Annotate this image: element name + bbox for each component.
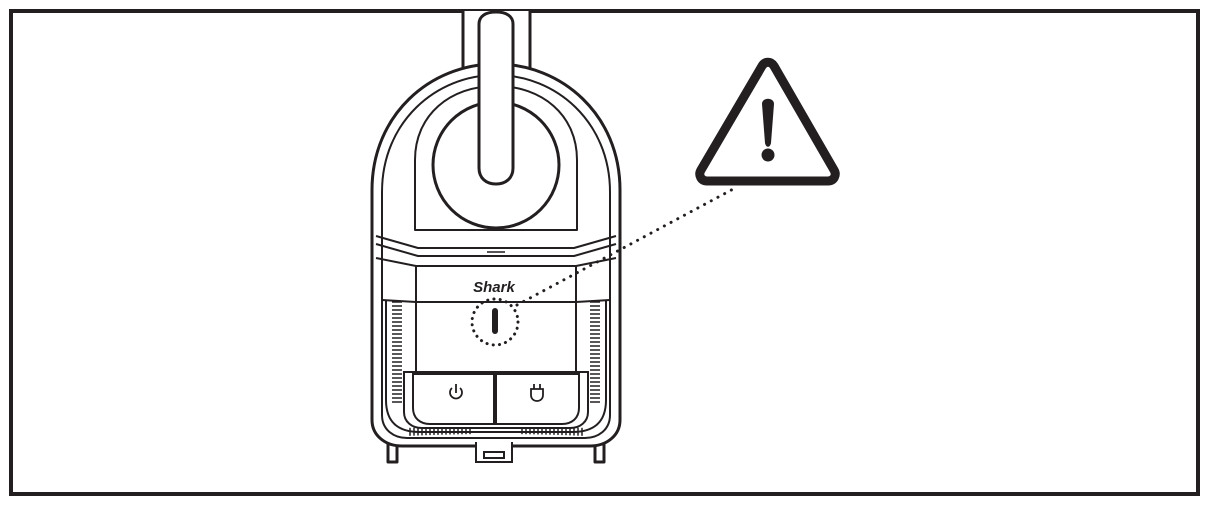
plug-icon[interactable] — [530, 384, 544, 402]
diagram-frame — [9, 9, 1200, 496]
brand-logo-text: Shark — [473, 279, 515, 296]
indicator-light-icon — [470, 297, 520, 347]
vent-grilles — [392, 301, 600, 436]
bottom-latch — [475, 442, 513, 463]
vacuum-handle — [477, 10, 515, 186]
power-icon[interactable] — [449, 384, 463, 400]
control-buttons — [403, 371, 589, 429]
warning-triangle-icon — [695, 57, 840, 186]
